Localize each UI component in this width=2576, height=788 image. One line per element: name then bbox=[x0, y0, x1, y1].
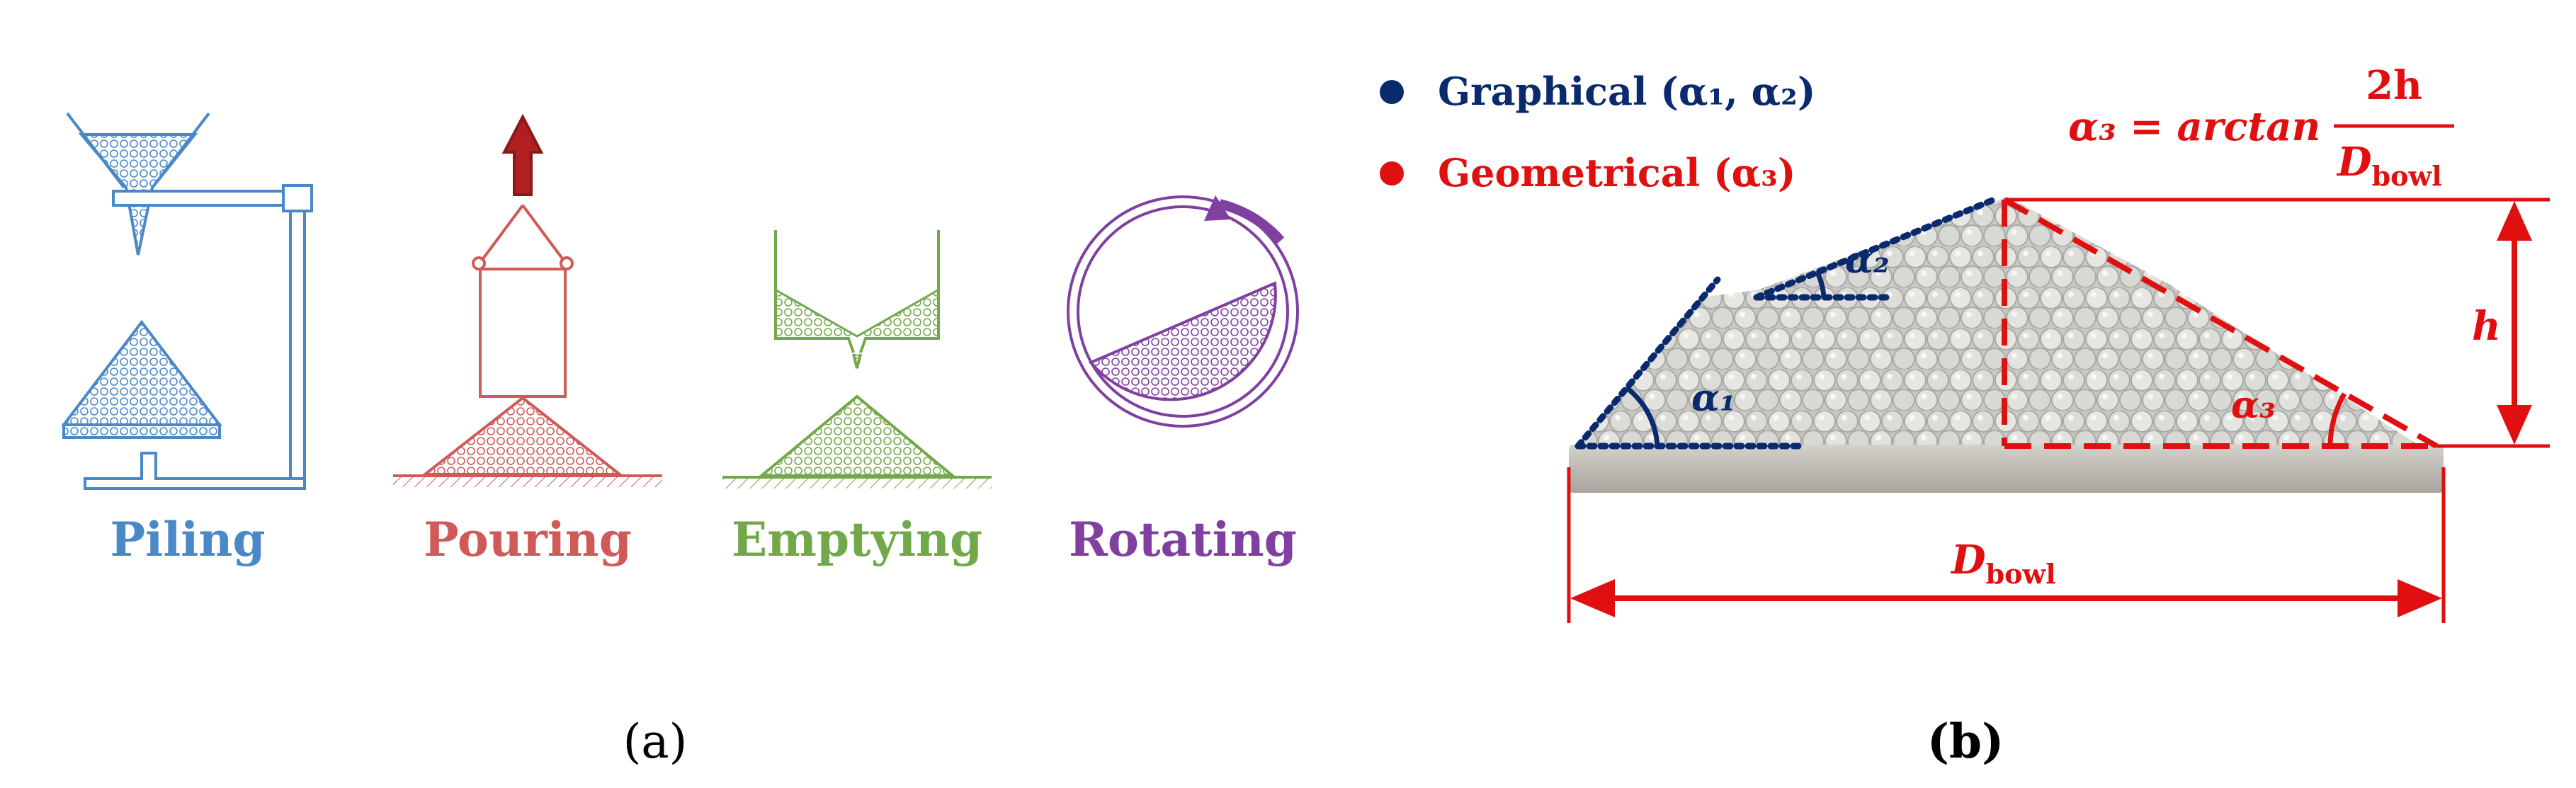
formula: α₃ = arctan 2h Dbowl bbox=[2068, 62, 2454, 192]
formula-denominator: Dbowl bbox=[2336, 139, 2442, 192]
piling-label: Piling bbox=[110, 512, 266, 567]
graphical-legend-dot bbox=[1380, 80, 1404, 104]
emptying-label: Emptying bbox=[732, 512, 982, 567]
graphical-angle-lines bbox=[1574, 195, 2001, 450]
emptying-illustration bbox=[722, 230, 992, 489]
piling-illustration bbox=[60, 112, 313, 490]
height-label: h bbox=[2472, 303, 2501, 350]
rotating-illustration bbox=[1067, 195, 1299, 428]
panel-b: Graphical (α₁, α₂) Geometrical (α₃) α₃ =… bbox=[1380, 62, 2550, 769]
rotating-label: Rotating bbox=[1069, 512, 1297, 567]
geometrical-legend-text: Geometrical (α₃) bbox=[1438, 150, 1795, 195]
alpha3-label: α₃ bbox=[2231, 384, 2276, 427]
formula-denominator-main: D bbox=[2336, 139, 2372, 185]
panel-a: Piling Pouring Emptying Rotating (a) bbox=[60, 112, 1299, 769]
formula-numerator: 2h bbox=[2366, 62, 2422, 109]
diameter-label-main: D bbox=[1950, 537, 1986, 583]
diameter-label: Dbowl bbox=[1950, 537, 2056, 590]
formula-lhs: α₃ = arctan bbox=[2068, 103, 2320, 150]
geometrical-legend-dot bbox=[1380, 161, 1404, 185]
geometrical-triangle bbox=[2002, 197, 2438, 449]
alpha3-arc bbox=[2327, 392, 2347, 447]
formula-denominator-sub: bowl bbox=[2372, 160, 2442, 192]
pouring-label: Pouring bbox=[424, 512, 632, 567]
graphical-angle-arcs bbox=[1625, 271, 1827, 447]
diameter-dimension bbox=[1567, 467, 2446, 623]
caption-b: (b) bbox=[1927, 714, 2004, 769]
height-dimension bbox=[2004, 198, 2550, 448]
graphical-legend-text: Graphical (α₁, α₂) bbox=[1438, 69, 1815, 114]
alpha1-label: α₁ bbox=[1691, 377, 1736, 420]
alpha2-label: α₂ bbox=[1845, 239, 1890, 282]
bowl-plate bbox=[1569, 445, 2444, 493]
pouring-illustration bbox=[393, 113, 662, 487]
diameter-label-sub: bowl bbox=[1986, 558, 2056, 590]
caption-a: (a) bbox=[623, 714, 688, 769]
bead-pile bbox=[1569, 197, 2444, 493]
